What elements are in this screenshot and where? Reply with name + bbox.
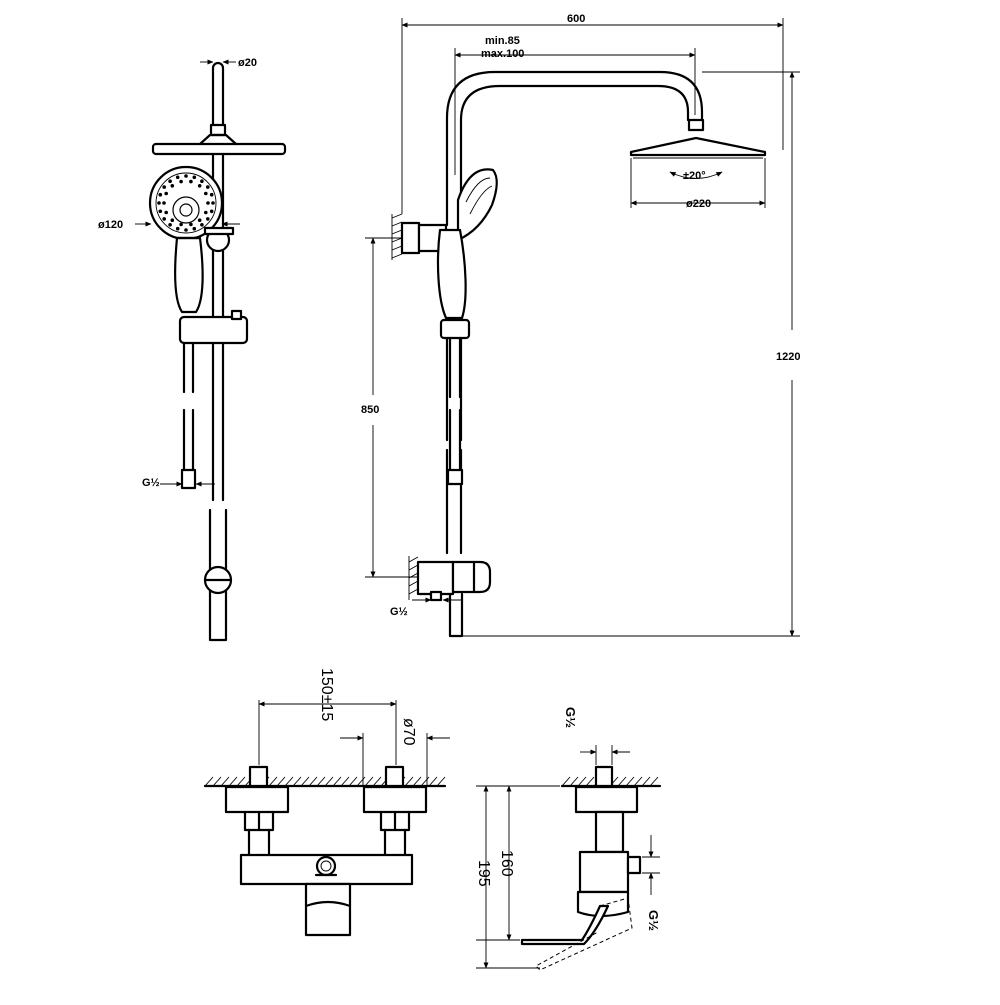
dim-arm-min: min.85 bbox=[485, 35, 520, 47]
mixer-side-view: G½ G½ 160 195 bbox=[475, 707, 662, 971]
dim-bottom-thread-side: G½ bbox=[646, 910, 661, 931]
dim-total-height: 1220 bbox=[776, 351, 800, 363]
dim-depth-195: 195 bbox=[475, 860, 492, 887]
dim-tilt: ±20° bbox=[683, 170, 706, 182]
dim-thread-left: G½ bbox=[142, 477, 160, 489]
dim-thread-outlet: G½ bbox=[390, 606, 408, 618]
dim-bottom-thread-top: G½ bbox=[563, 707, 578, 728]
dim-width: 600 bbox=[567, 13, 585, 25]
side-view: ±20° 600 min.85 max.100 bbox=[361, 13, 800, 638]
dim-overhead-dia: ø220 bbox=[686, 198, 711, 210]
dim-arm-max: max.100 bbox=[481, 48, 524, 60]
mixer-front-view: 150±15 ø70 bbox=[203, 668, 450, 937]
dim-escutcheon: ø70 bbox=[400, 718, 417, 746]
dim-pipe-dia: ø20 bbox=[238, 57, 257, 69]
dim-hand-dia: ø120 bbox=[98, 219, 123, 231]
front-view: ø20 ø120 G½ bbox=[98, 57, 287, 642]
dim-mixer-height: 850 bbox=[361, 404, 379, 416]
nozzle-pattern bbox=[157, 174, 215, 232]
dim-centers: 150±15 bbox=[318, 668, 335, 721]
dim-depth-160: 160 bbox=[498, 850, 515, 877]
